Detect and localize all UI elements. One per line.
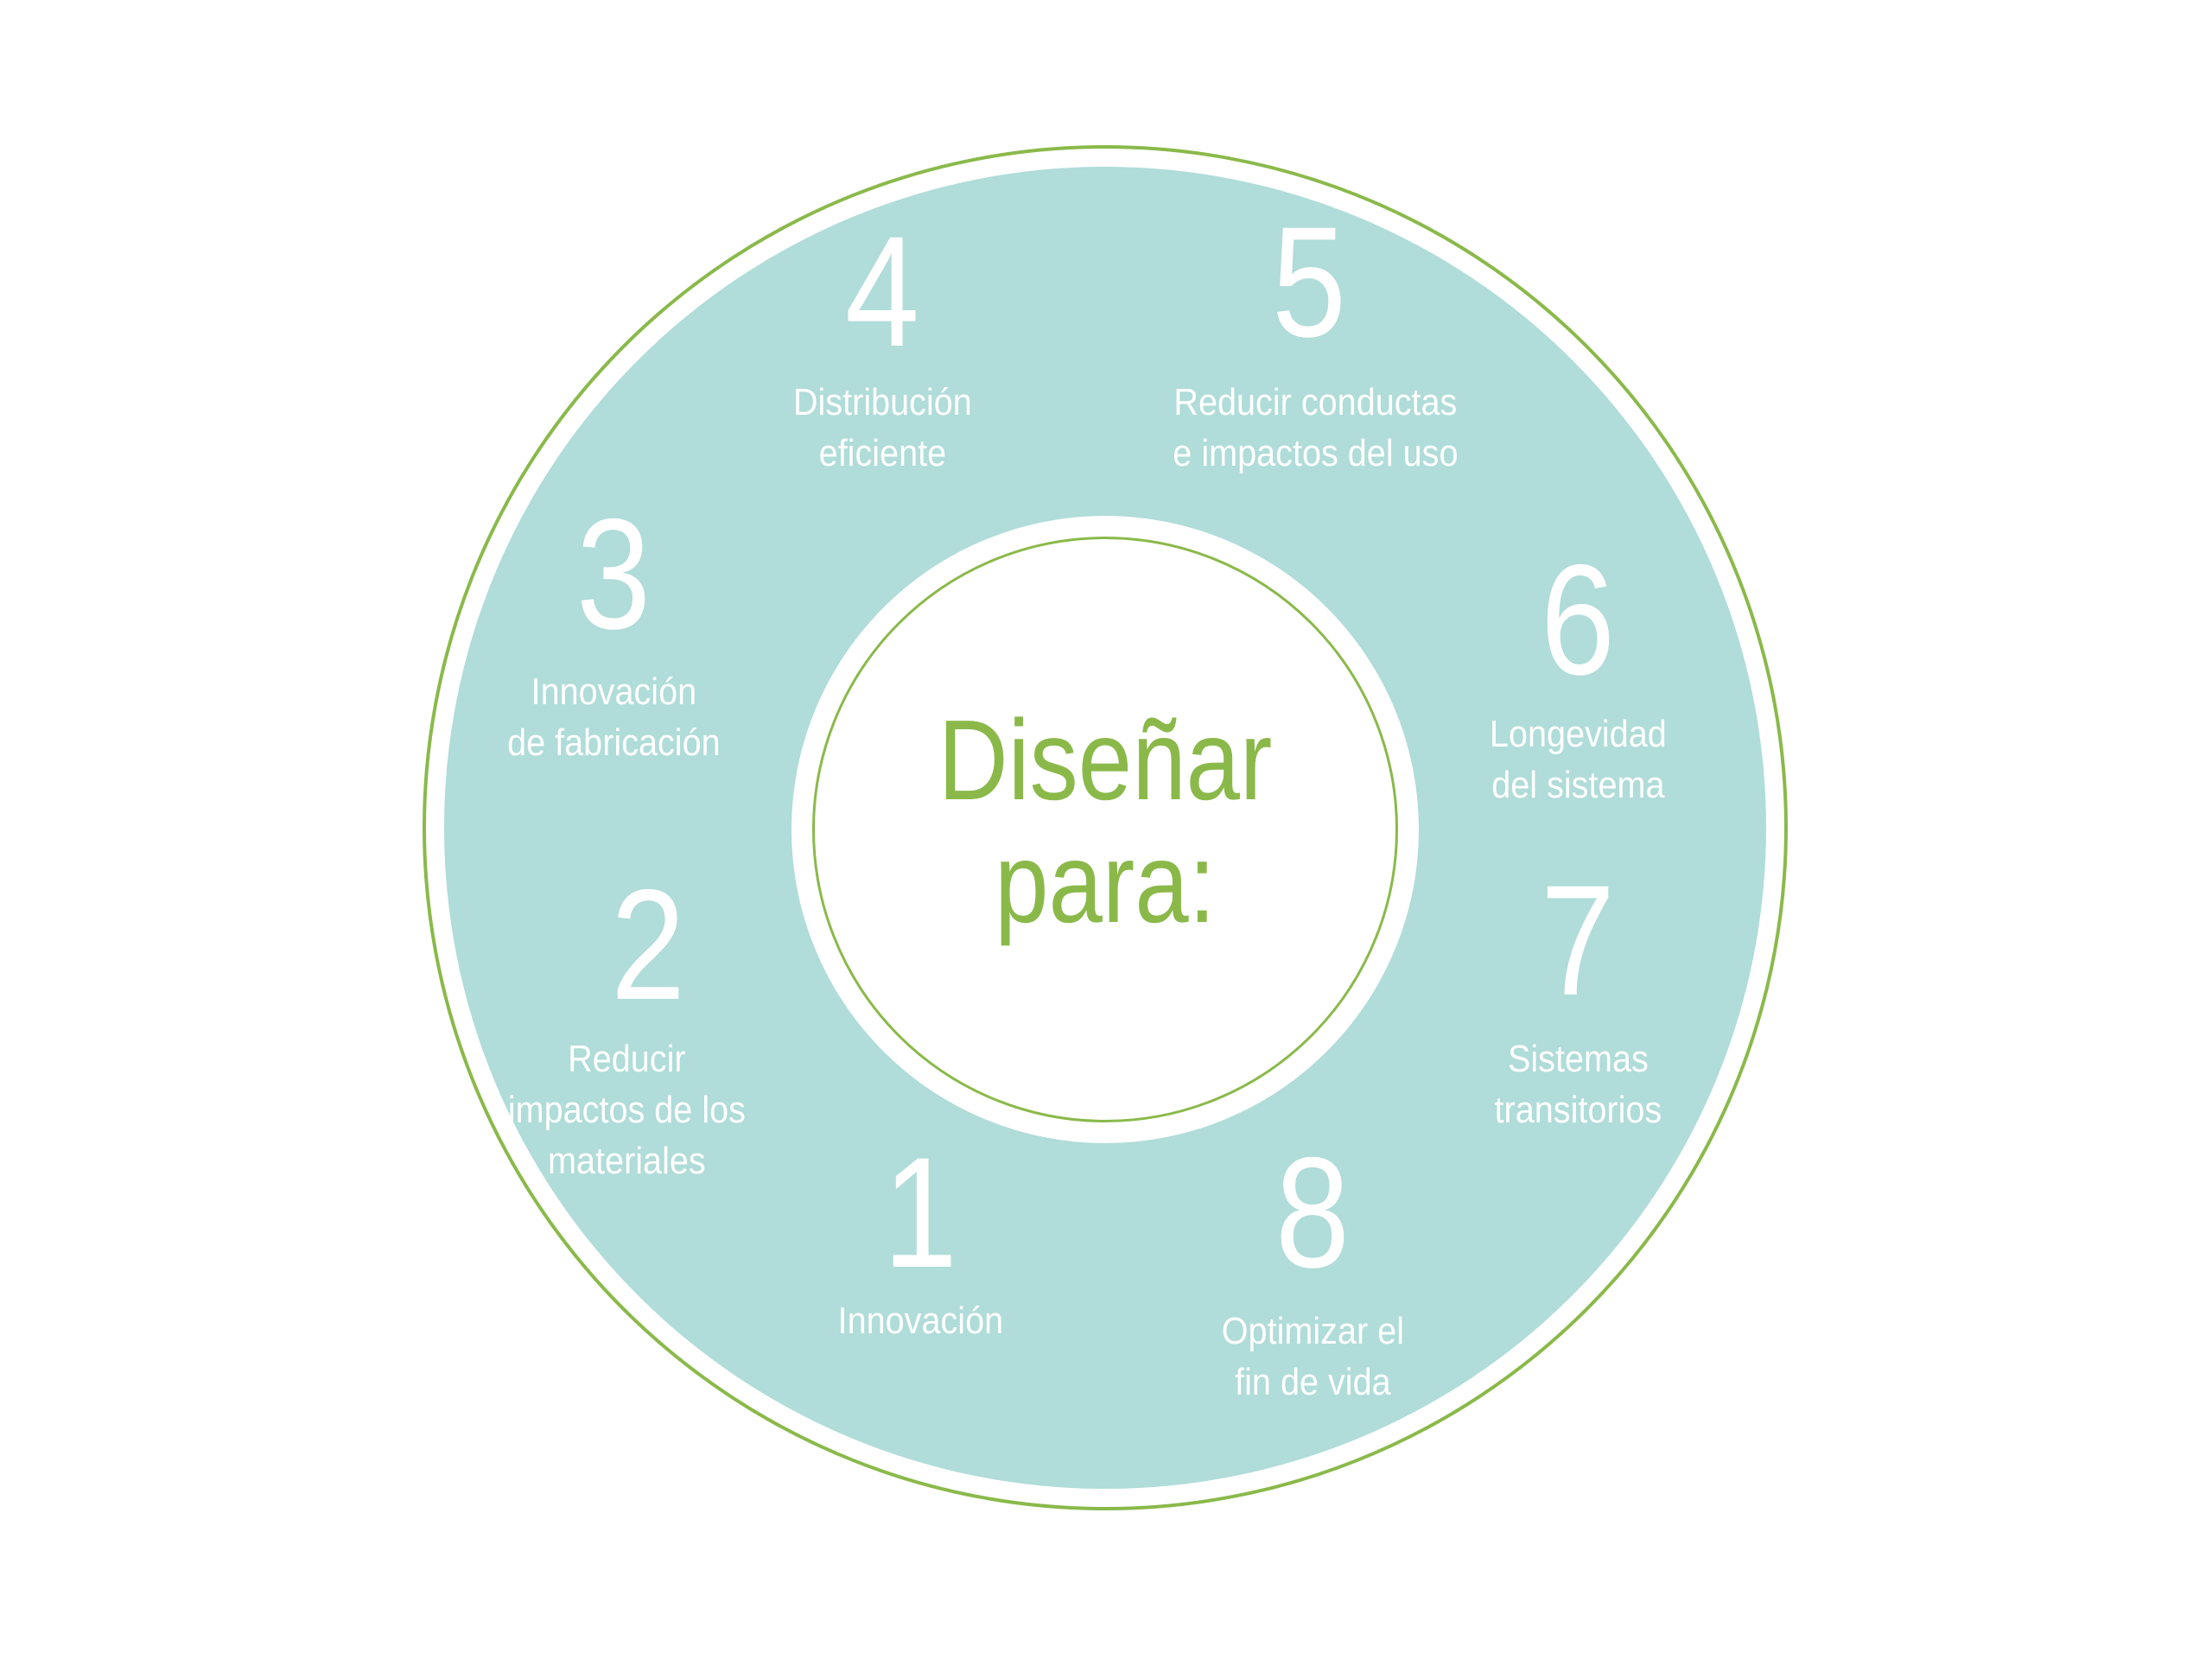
segment-label: Reducir impactos de los materiales: [507, 1038, 746, 1182]
inner-ring: [812, 537, 1398, 1122]
segment-number: 1: [882, 1124, 958, 1300]
outer-ring: [423, 145, 1788, 1510]
segment-1: 1 Innovación: [837, 1124, 1003, 1342]
segment-8: 8 Optimizar el fin de vida: [1221, 1124, 1403, 1403]
segment-5: 5 Reducir conductas e impactos del uso: [1173, 194, 1458, 474]
center-title-line2: para:: [995, 819, 1216, 946]
center-title-line1: Diseñar: [938, 696, 1273, 823]
segment-7: 7 Sistemas transitorios: [1494, 852, 1662, 1131]
segment-label: Sistemas transitorios: [1494, 1038, 1662, 1131]
segment-number: 4: [844, 203, 920, 379]
segment-2: 2 Reducir impactos de los materiales: [508, 856, 746, 1182]
segment-label: Innovación: [837, 1300, 1003, 1342]
segment-4: 4 Distribución eficiente: [793, 203, 972, 474]
segment-number: 2: [610, 856, 686, 1033]
segment-number: 3: [575, 486, 652, 662]
segment-label: Reducir conductas e impactos del uso: [1172, 381, 1459, 474]
segment-number: 8: [1274, 1124, 1351, 1300]
segment-number: 7: [1540, 852, 1616, 1028]
segment-3: 3 Innovación de fabricación: [507, 486, 721, 764]
segment-label: Innovación de fabricación: [506, 671, 721, 764]
segment-label: Optimizar el fin de vida: [1221, 1310, 1404, 1403]
segment-label: Longevidad del sistema: [1489, 713, 1667, 806]
segment-6: 6 Longevidad del sistema: [1490, 531, 1667, 806]
segment-number: 5: [1271, 194, 1347, 370]
segment-label: Distribución eficiente: [792, 381, 972, 474]
segment-number: 6: [1540, 531, 1616, 708]
